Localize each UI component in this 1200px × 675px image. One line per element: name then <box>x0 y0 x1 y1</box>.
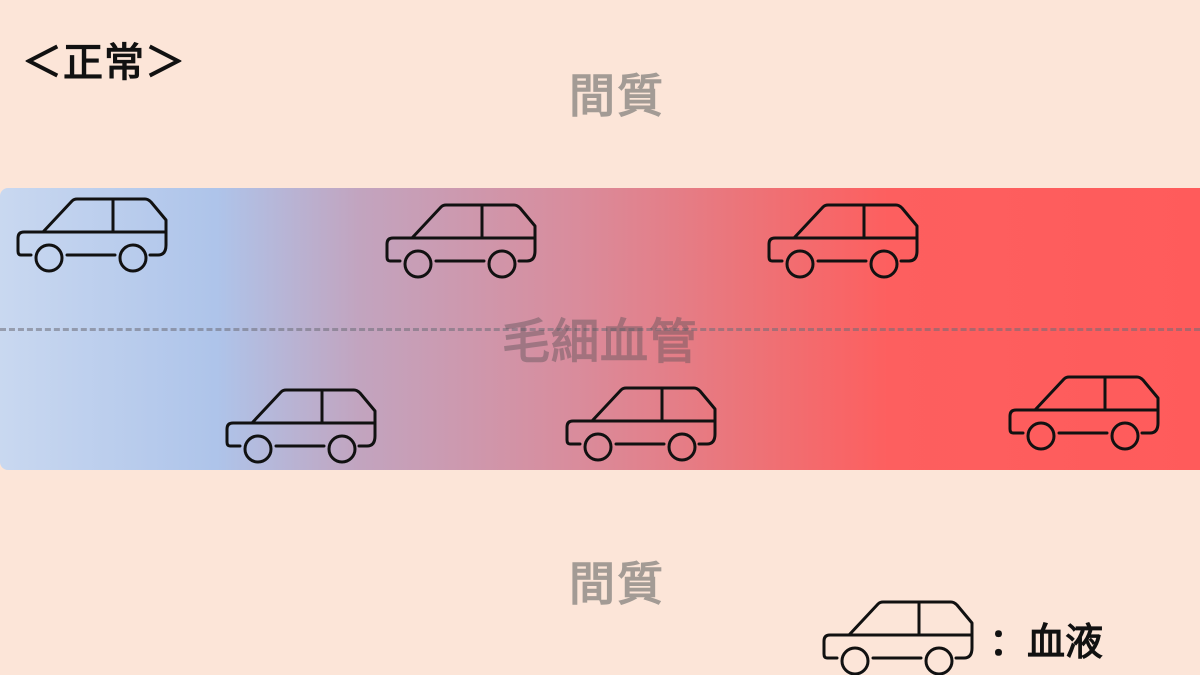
interstitium-label-top: 間質 <box>569 69 665 123</box>
car-icon <box>385 200 537 279</box>
car-icon <box>822 597 974 675</box>
interstitium-label-bottom: 間質 <box>569 557 665 611</box>
capillary-label: 毛細血管 <box>501 314 698 370</box>
car-icon <box>767 200 919 279</box>
diagram-title: ＜正常＞ <box>22 40 186 86</box>
car-icon <box>565 383 717 462</box>
legend-text: ：血液 <box>989 620 1104 664</box>
car-icon <box>16 194 168 273</box>
car-icon <box>1008 372 1160 451</box>
legend: ：血液 <box>822 597 1200 675</box>
vessel-centerline <box>0 328 1200 331</box>
car-icon <box>225 385 377 464</box>
